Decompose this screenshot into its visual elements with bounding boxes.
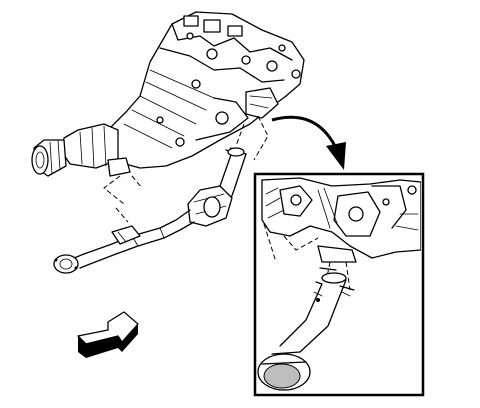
- detail-inset: [253, 172, 425, 397]
- exhaust-pipe: [53, 147, 247, 274]
- direction-arrow: [77, 311, 139, 358]
- transmission-assembly: [31, 11, 305, 177]
- view-arrow: [271, 115, 346, 170]
- pipe-flange: [53, 254, 79, 274]
